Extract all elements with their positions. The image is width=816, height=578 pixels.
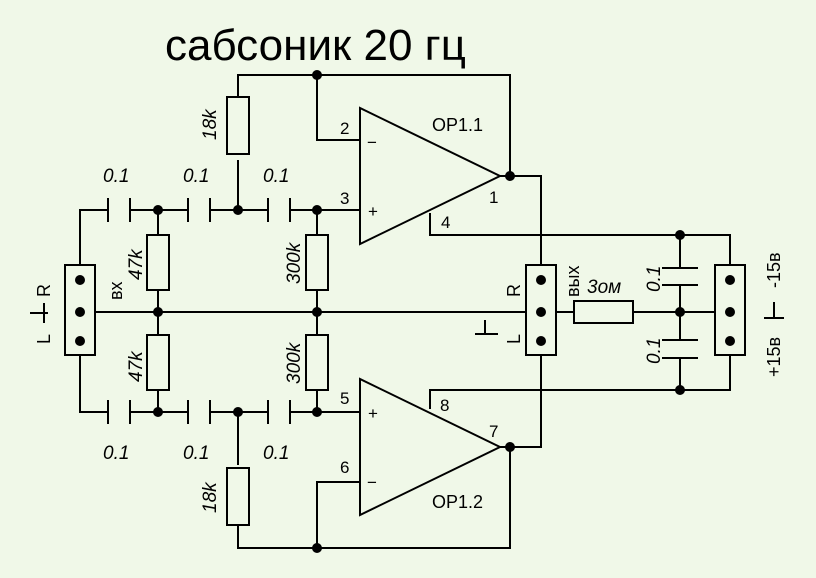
capacitor-c1 [107, 198, 131, 222]
resistor-r-shunt-top-value: 47k [126, 248, 147, 280]
resistor-r-bias-bottom [305, 334, 329, 391]
input-connector-r-label: R [34, 284, 54, 297]
resistor-r-shunt-bottom [146, 334, 170, 391]
power-connector-minus-label: -15в [764, 252, 784, 288]
opamp-top-label: OP1.1 [432, 115, 483, 135]
input-connector-l-label: L [34, 334, 54, 344]
capacitor-c4-value: 0.1 [103, 443, 129, 464]
capacitor-c4 [107, 400, 131, 424]
input-connector-label: вх [106, 281, 126, 300]
output-connector-label: вых [563, 266, 583, 298]
resistor-r-bias-top-value: 300k [284, 241, 305, 284]
opamp-bottom-label: OP1.2 [432, 492, 483, 512]
opamp-bottom-pin-plus: 5 [340, 389, 349, 408]
resistor-r-feedback-bottom [226, 467, 250, 526]
capacitor-c3 [267, 198, 291, 222]
opamp-top-plus-sign: + [368, 202, 378, 221]
opamp-top-pin-out: 1 [489, 188, 498, 207]
output-connector-r-label: R [504, 284, 524, 297]
opamp-bottom: + − 5 6 7 8 OP1.2 [340, 377, 503, 517]
capacitors-bottom: 0.1 0.1 0.1 [103, 400, 291, 464]
opamp-bottom-pin-supply: 8 [440, 396, 449, 415]
power-connector-plus-label: +15в [764, 337, 784, 377]
opamp-top: − + 2 3 1 4 OP1.1 [340, 106, 503, 246]
capacitors-top: 0.1 0.1 0.1 [103, 166, 291, 222]
capacitor-c2-value: 0.1 [183, 166, 209, 187]
resistor-r-shunt-top [146, 234, 170, 291]
power-ground-symbol [764, 302, 784, 319]
opamp-top-pin-minus: 2 [340, 119, 349, 138]
opamp-top-minus-sign: − [367, 133, 377, 152]
opamp-bottom-pin-minus: 6 [340, 458, 349, 477]
output-connector [525, 264, 557, 356]
resistor-r-bias-top [305, 234, 329, 291]
resistor-r-out [573, 300, 634, 324]
supply-capacitors [662, 267, 698, 359]
output-ground-symbol [475, 320, 498, 335]
power-connector [714, 264, 746, 356]
input-connector [64, 264, 96, 356]
capacitor-c6-value: 0.1 [263, 443, 289, 464]
capacitor-c2 [187, 198, 211, 222]
capacitor-supply-top [662, 267, 698, 286]
opamp-top-pin-plus: 3 [340, 189, 349, 208]
capacitor-c5-value: 0.1 [183, 443, 209, 464]
capacitor-supply-bottom [662, 339, 698, 359]
input-ground-symbol [30, 303, 48, 323]
capacitor-c1-value: 0.1 [103, 166, 129, 187]
opamp-top-pin-supply: 4 [441, 213, 450, 232]
capacitor-c5 [187, 400, 211, 424]
resistors [146, 96, 634, 526]
schematic-title: сабсоник 20 гц [165, 21, 466, 70]
capacitor-c6 [267, 400, 291, 424]
resistor-r-bias-bottom-value: 300k [284, 341, 305, 384]
junction-dots [153, 70, 685, 553]
resistor-r-feedback-bottom-value: 18k [200, 481, 221, 513]
opamp-bottom-minus-sign: − [367, 473, 377, 492]
opamp-bottom-pin-out: 7 [489, 422, 498, 441]
resistor-r-out-value: 3ом [587, 277, 621, 298]
resistor-r-shunt-bottom-value: 47k [126, 350, 147, 382]
capacitor-supply-bottom-value: 0.1 [644, 338, 665, 364]
output-connector-l-label: L [504, 334, 524, 344]
resistor-r-feedback-top [226, 96, 250, 155]
capacitor-c3-value: 0.1 [263, 166, 289, 187]
resistor-r-feedback-top-value: 18k [200, 108, 221, 140]
opamp-bottom-plus-sign: + [368, 404, 378, 423]
capacitor-supply-top-value: 0.1 [644, 266, 665, 292]
